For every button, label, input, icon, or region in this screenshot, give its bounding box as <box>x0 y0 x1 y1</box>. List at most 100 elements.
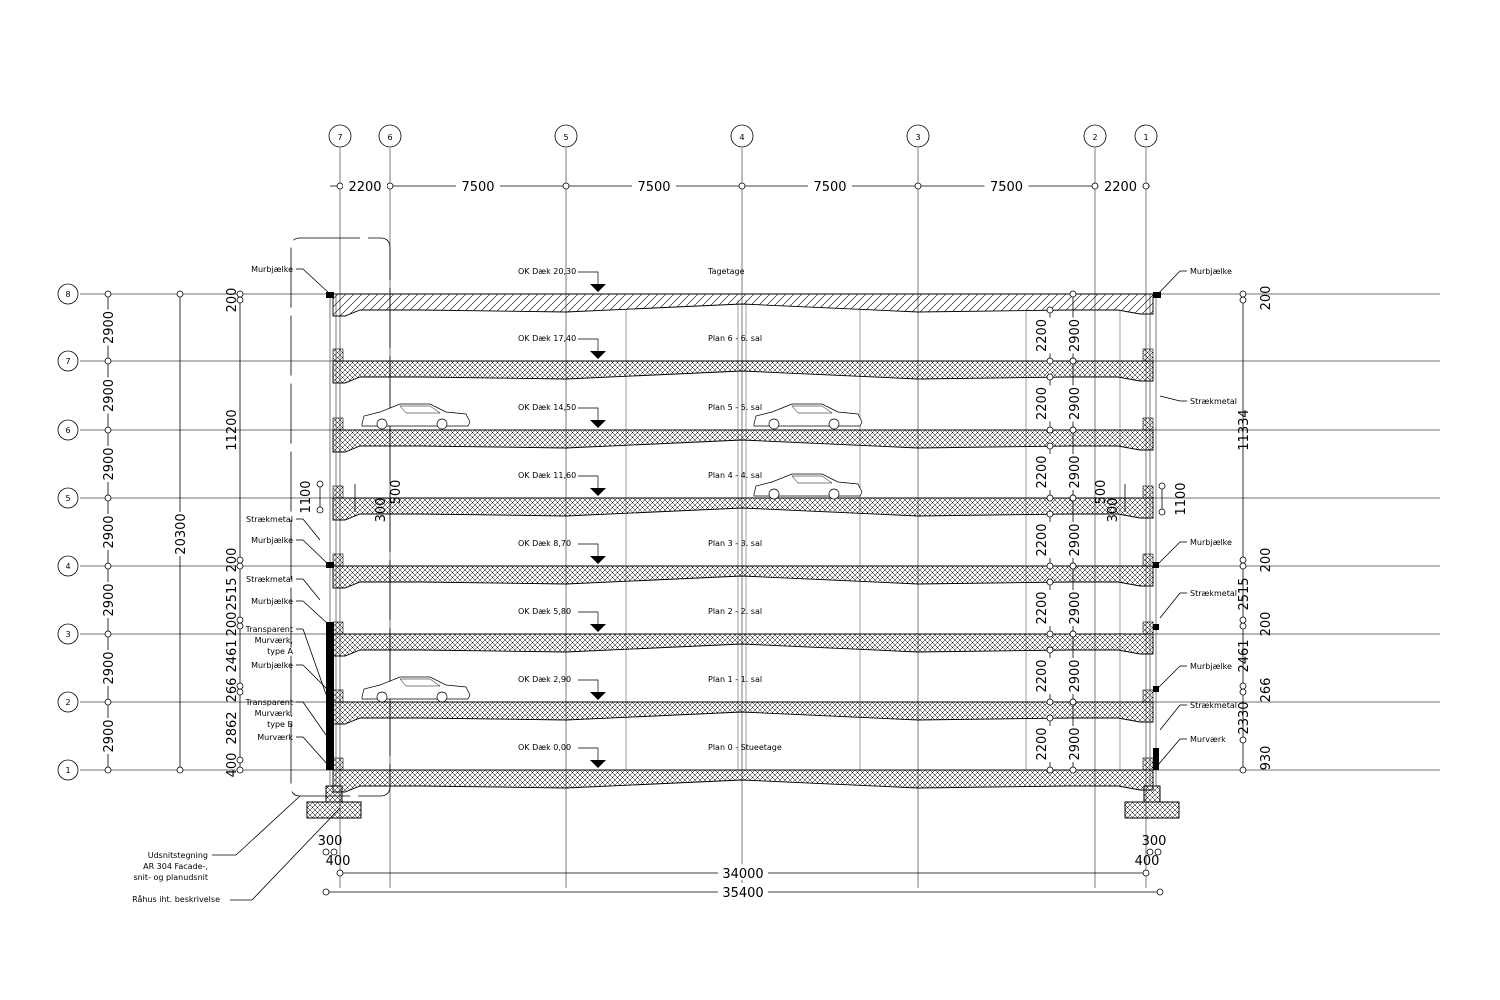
right-callout-label: Strækmetal <box>1190 701 1237 710</box>
dimension-tick <box>1091 182 1099 190</box>
story-height-label: 2900 <box>1068 319 1083 352</box>
slab-upstand <box>1142 417 1154 431</box>
grid-column-label: 4 <box>739 133 744 142</box>
story-height-label: 2900 <box>102 719 117 752</box>
leader <box>578 271 599 284</box>
level-elevation-label: OK Dæk 2,90 <box>518 675 571 684</box>
dimension-tick <box>236 290 244 298</box>
slab-upstand <box>332 757 344 771</box>
level-elevation-label: OK Dæk 14,50 <box>518 403 576 412</box>
level-marker-icon <box>590 420 606 428</box>
dimension-tick <box>1239 562 1247 570</box>
grid-bubble <box>328 124 352 148</box>
column-spacing-label: 7500 <box>813 180 846 195</box>
footing-left <box>306 801 362 819</box>
dimension-tick <box>336 869 344 877</box>
car-icon <box>753 473 863 500</box>
dimension-tick <box>330 848 338 856</box>
dimension-tick <box>176 766 184 774</box>
car-wheel <box>828 488 840 500</box>
floor-slab <box>332 429 1154 453</box>
dimension-tick <box>1046 766 1054 774</box>
dimension-tick <box>1069 357 1077 365</box>
leader <box>578 611 599 624</box>
level-marker-icon <box>590 692 606 700</box>
leader <box>302 578 321 601</box>
level-plan-label: Plan 6 - 6. sal <box>708 334 762 343</box>
level-plan-label: Plan 5 - 5. sal <box>708 403 762 412</box>
level-bubble <box>57 759 79 781</box>
dimension-tick <box>236 766 244 774</box>
dim-bg <box>1034 522 1086 558</box>
dim-bg <box>1034 726 1086 762</box>
chain-dimension-label: 2515 <box>225 577 240 610</box>
column-spacing-label: 2200 <box>348 180 381 195</box>
left-callout-label: Strækmetal <box>246 515 293 524</box>
dimension-tick <box>1239 736 1247 744</box>
floor-slab <box>332 565 1154 589</box>
chain-dimension-label: 266 <box>225 678 240 703</box>
car-window <box>791 405 833 414</box>
detail-dimension-label: 500 <box>1094 480 1109 505</box>
dimension-tick <box>1046 510 1054 518</box>
left-callout-label: Murbjælke <box>251 597 293 606</box>
dimension-tick <box>1239 682 1247 690</box>
clear-height-label: 2200 <box>1035 455 1050 488</box>
floor-slab <box>332 497 1154 521</box>
dimension-tick <box>104 494 112 502</box>
grid-column-label: 7 <box>337 133 342 142</box>
detail-reference-note: AR 304 Facade-, <box>143 862 208 871</box>
clear-height-label: 2200 <box>1035 591 1050 624</box>
level-elevation-label: OK Dæk 0,00 <box>518 743 571 752</box>
grid-bubble <box>906 124 930 148</box>
detail-reference-note: Udsnitstegning <box>148 851 208 860</box>
dim-bg <box>456 178 500 194</box>
left-callout-label: Murbjælke <box>251 536 293 545</box>
level-plan-label: Plan 1 - 1. sal <box>708 675 762 684</box>
chain-dimension-label: 11200 <box>225 409 240 450</box>
dimension-tick <box>1069 630 1077 638</box>
dimension-tick <box>104 426 112 434</box>
car-window <box>791 475 833 484</box>
chain-dimension-label: 2862 <box>225 711 240 744</box>
chain-dimension-label: 930 <box>1259 746 1274 771</box>
dimension-tick <box>316 480 324 488</box>
grid-column-label: 1 <box>1143 133 1148 142</box>
story-height-label: 2900 <box>1068 591 1083 624</box>
level-marker-icon <box>590 284 606 292</box>
chain-dimension-label: 2461 <box>1237 639 1252 672</box>
dimension-tick <box>1142 182 1150 190</box>
slab-upstand <box>332 553 344 567</box>
leader <box>1159 395 1181 402</box>
detail-dimension-label: 300 <box>374 498 389 523</box>
detail-reference-note: snit- og planudsnit <box>133 873 208 882</box>
grid-bubble <box>554 124 578 148</box>
story-height-label: 2900 <box>1068 455 1083 488</box>
left-callout-label: type A <box>267 647 293 656</box>
level-label: 2 <box>65 698 70 707</box>
level-marker-icon <box>590 760 606 768</box>
level-elevation-label: OK Dæk 20,30 <box>518 267 576 276</box>
car-wheel <box>436 418 448 430</box>
masonry-block <box>326 622 334 770</box>
grid-bubble <box>1083 124 1107 148</box>
left-callout-label: Transparent <box>245 698 293 707</box>
story-height-label: 2900 <box>102 379 117 412</box>
chain-dimension-label: 2515 <box>1237 577 1252 610</box>
story-height-label: 2900 <box>1068 523 1083 556</box>
detail-dimension-label: 1100 <box>1174 482 1189 515</box>
leader <box>302 664 329 691</box>
dim-bg <box>100 446 116 482</box>
car-window <box>399 678 441 687</box>
slab-upstand <box>332 621 344 635</box>
masonry-block <box>326 562 334 568</box>
left-callout-label: Murbjælke <box>251 661 293 670</box>
detail-dimension-label: 300 <box>1106 498 1121 523</box>
footing-dim-label: 400 <box>1135 854 1160 869</box>
level-bubble <box>57 419 79 441</box>
leader <box>302 518 321 541</box>
leader <box>235 795 301 856</box>
dimension-tick <box>1069 698 1077 706</box>
dimension-tick <box>1239 622 1247 630</box>
leader <box>1157 738 1181 766</box>
